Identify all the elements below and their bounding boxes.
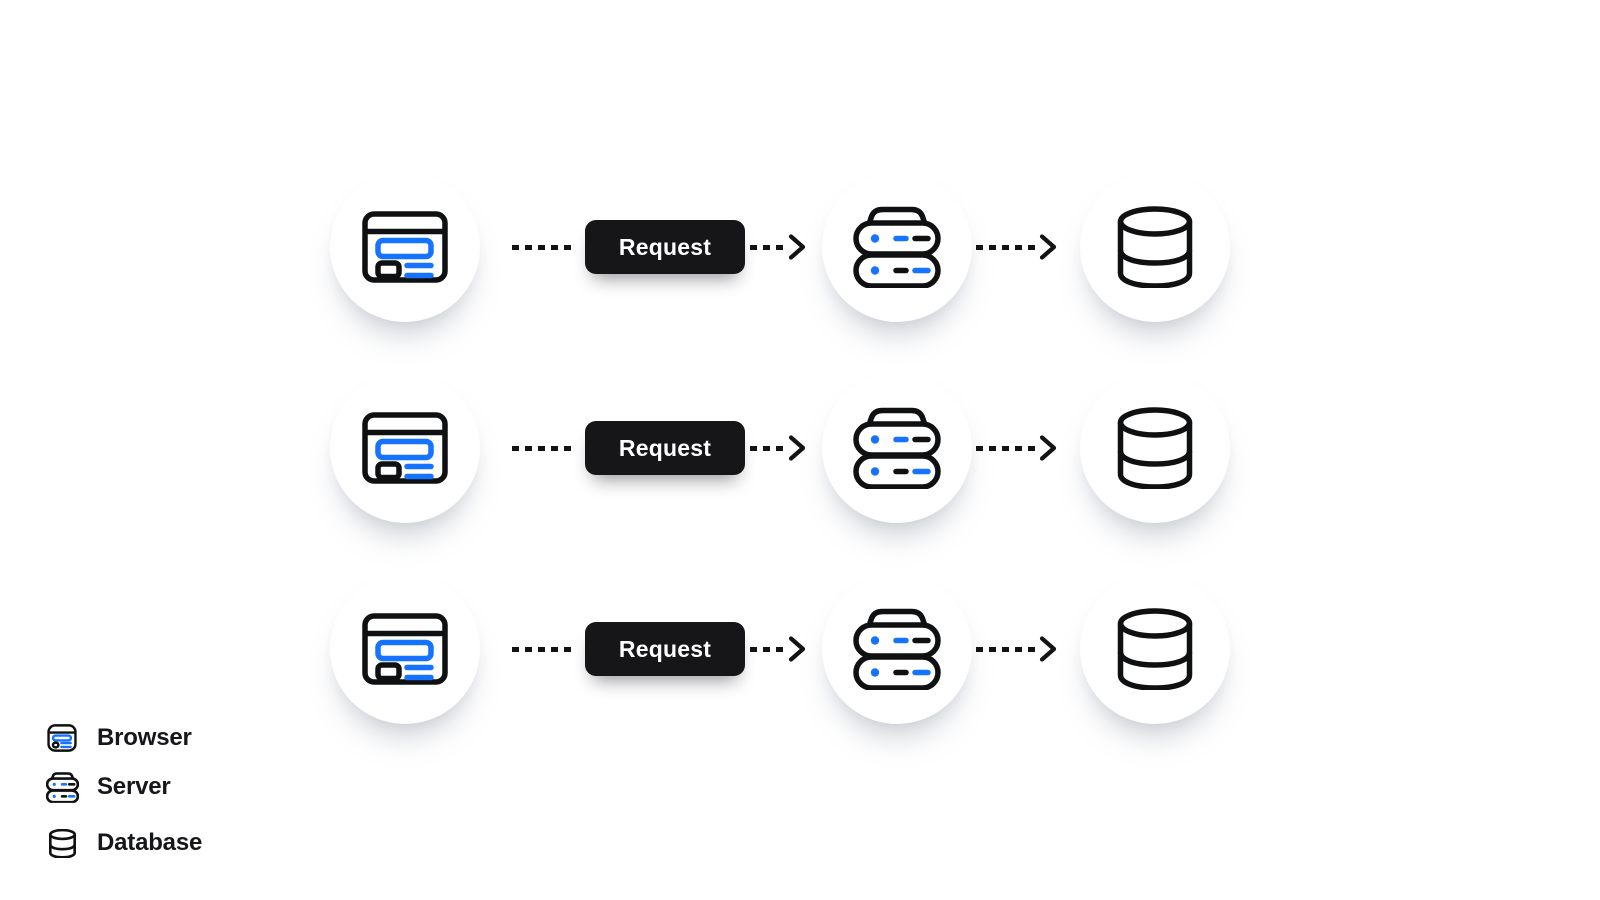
database-icon: [1117, 206, 1193, 288]
dashed-connector: [976, 245, 1038, 250]
legend-label-database: Database: [97, 829, 203, 856]
database-icon: [1117, 608, 1193, 690]
browser-icon: [362, 211, 448, 283]
server-node: [822, 373, 972, 523]
dashed-connector: [512, 446, 576, 451]
database-node: [1080, 373, 1230, 523]
browser-node: [330, 172, 480, 322]
server-icon: [853, 407, 941, 489]
legend-item-browser: Browser: [44, 721, 192, 755]
server-node: [822, 574, 972, 724]
legend-item-database: Database: [44, 826, 202, 860]
server-icon: [853, 206, 941, 288]
arrowhead-icon: [1039, 233, 1057, 261]
arrowhead-icon: [788, 635, 806, 663]
dashed-connector: [976, 647, 1038, 652]
server-icon: [853, 608, 941, 690]
browser-node: [330, 574, 480, 724]
browser-node: [330, 373, 480, 523]
arrowhead-icon: [1039, 635, 1057, 663]
server-icon: [44, 772, 80, 803]
browser-icon: [44, 724, 80, 752]
legend-label-server: Server: [97, 773, 171, 800]
dashed-connector: [512, 647, 576, 652]
dashed-connector: [976, 446, 1038, 451]
request-button: Request: [585, 421, 745, 475]
dashed-connector: [512, 245, 576, 250]
arrowhead-icon: [788, 434, 806, 462]
legend-item-server: Server: [44, 770, 171, 804]
arrowhead-icon: [788, 233, 806, 261]
dashed-connector: [750, 446, 787, 451]
database-icon: [44, 829, 80, 858]
arrowhead-icon: [1039, 434, 1057, 462]
dashed-connector: [750, 647, 787, 652]
database-icon: [1117, 407, 1193, 489]
dashed-connector: [750, 245, 787, 250]
request-button: Request: [585, 622, 745, 676]
legend-label-browser: Browser: [97, 724, 192, 751]
browser-icon: [362, 613, 448, 685]
database-node: [1080, 574, 1230, 724]
database-node: [1080, 172, 1230, 322]
browser-icon: [362, 412, 448, 484]
server-node: [822, 172, 972, 322]
request-button: Request: [585, 220, 745, 274]
